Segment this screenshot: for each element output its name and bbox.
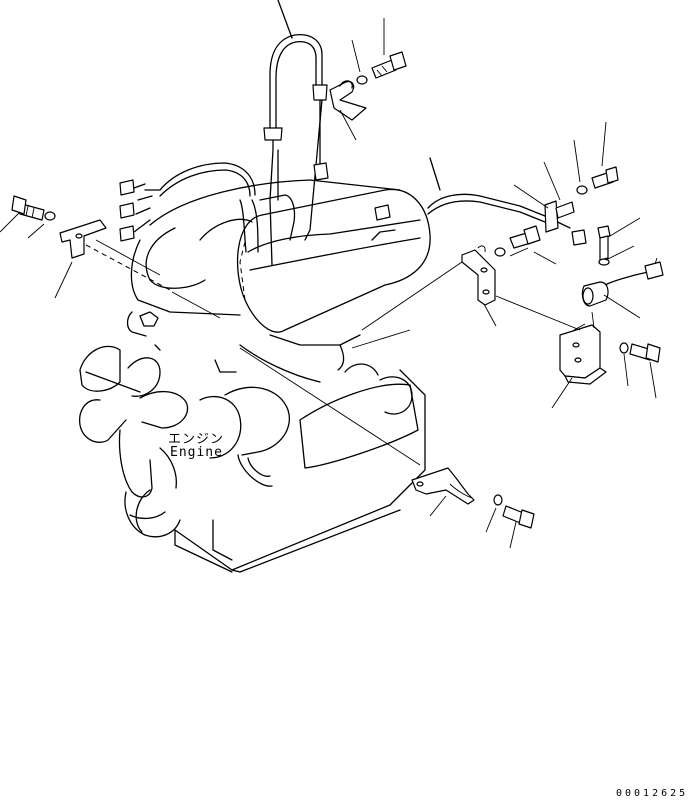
wire-harness [119,0,664,301]
engine-label-japanese: エンジン [168,432,225,447]
engine-block [79,179,431,573]
engine-label-english: Engine [170,445,223,460]
callout-leaders [0,18,657,549]
fasteners-and-brackets [11,51,661,529]
drawing-number: 00012625 [616,788,689,799]
